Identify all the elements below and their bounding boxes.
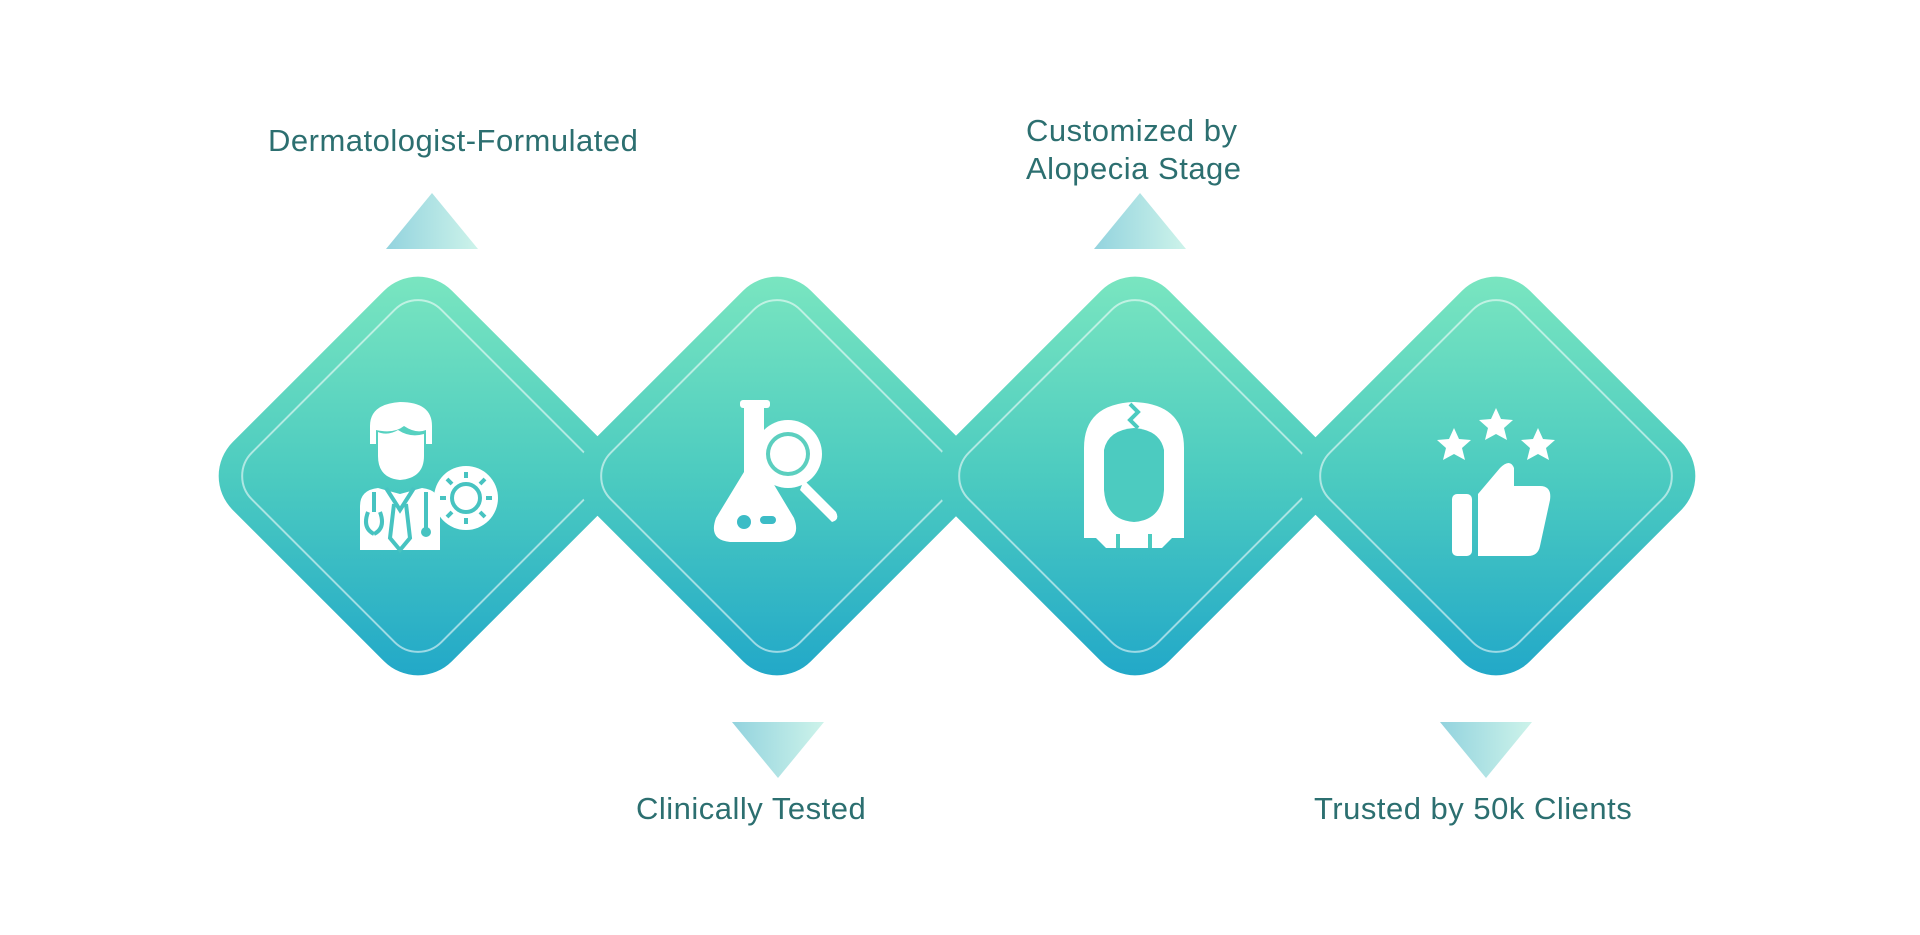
flask-magnifier-icon bbox=[713, 400, 838, 542]
feature-label-customized: Customized by Alopecia Stage bbox=[1026, 112, 1242, 188]
thumbs-up-stars-icon bbox=[1437, 408, 1555, 556]
feature-label-dermatologist: Dermatologist-Formulated bbox=[268, 123, 639, 158]
feature-label-trusted: Trusted by 50k Clients bbox=[1314, 791, 1633, 826]
doctor-virus-icon bbox=[360, 402, 498, 554]
down-triangle-arrow bbox=[1440, 722, 1532, 778]
up-triangle-arrow bbox=[1094, 193, 1186, 249]
feature-label-line: Customized by bbox=[1026, 113, 1238, 148]
feature-label-clinically-tested: Clinically Tested bbox=[636, 791, 867, 826]
feature-label-line: Alopecia Stage bbox=[1026, 151, 1242, 186]
down-triangle-arrow bbox=[732, 722, 824, 778]
hair-loss-head-icon bbox=[1084, 402, 1184, 548]
up-triangle-arrow bbox=[386, 193, 478, 249]
